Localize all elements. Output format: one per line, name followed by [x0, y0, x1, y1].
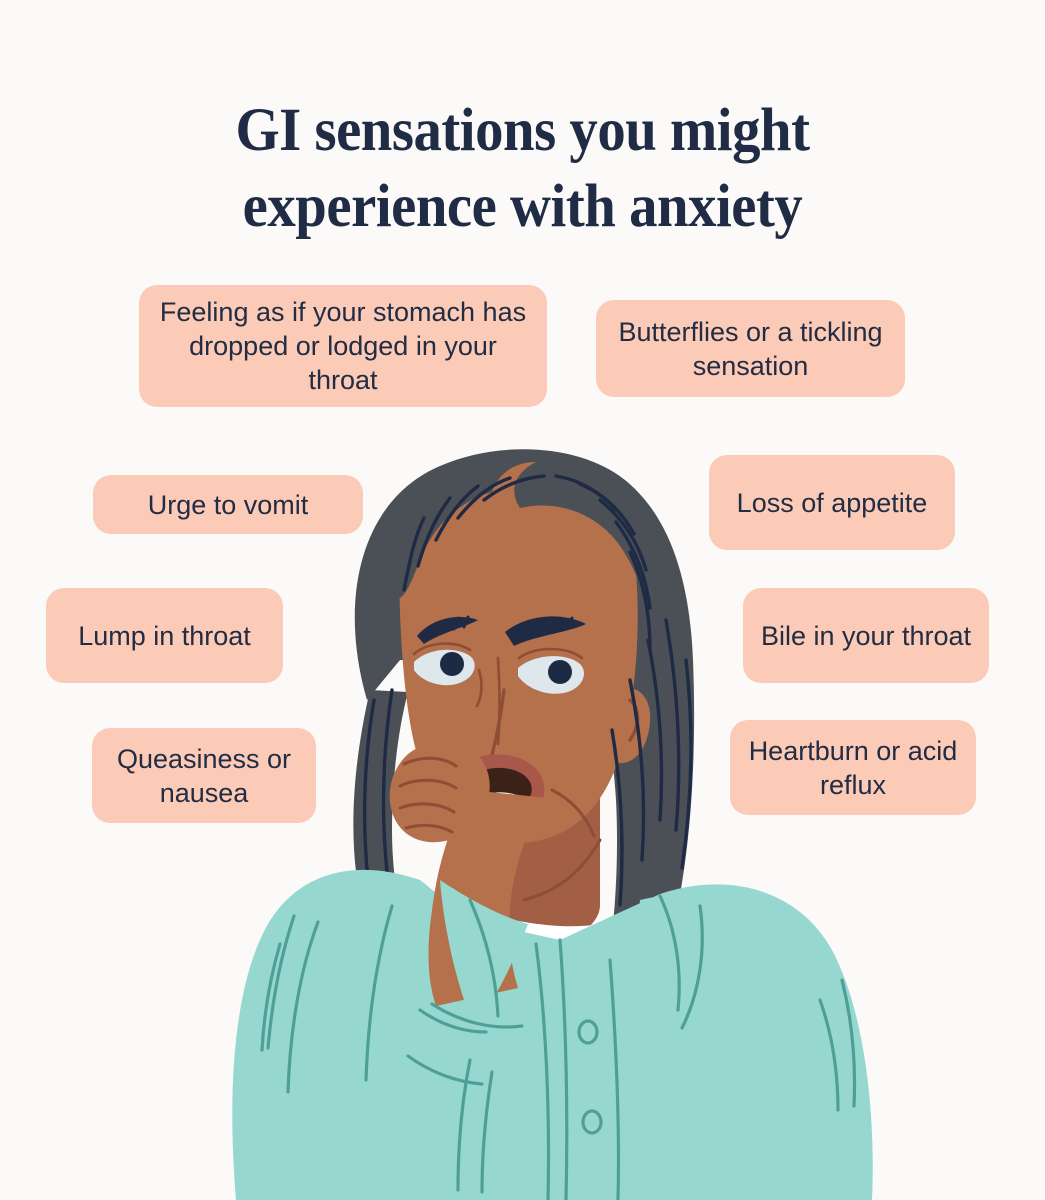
- braid-lines: [402, 474, 652, 652]
- hair-front-shape: [392, 450, 660, 644]
- symptom-pill-label: Urge to vomit: [147, 489, 309, 520]
- braid-lines-left: [362, 688, 394, 882]
- right-eye: [518, 656, 584, 694]
- shirt-collar-left: [440, 880, 528, 1028]
- symptom-pill-urge-to-vomit[interactable]: Urge to vomit: [93, 475, 363, 534]
- symptom-pill-label: Loss of appetite: [736, 487, 928, 518]
- finger-lines: [398, 756, 458, 834]
- symptom-pill-heartburn[interactable]: Heartburn or acid reflux: [730, 720, 976, 815]
- mouth-shape: [459, 754, 545, 825]
- left-eye: [414, 649, 475, 686]
- symptom-pill-butterflies[interactable]: Butterflies or a tickling sensation: [596, 300, 905, 397]
- symptom-pill-loss-of-appetite[interactable]: Loss of appetite: [709, 455, 955, 550]
- symptom-pill-label: Lump in throat: [78, 620, 251, 651]
- sleeve-cuff: [430, 1002, 524, 1029]
- shirt-fold-lines: [260, 904, 857, 1194]
- collar-lines: [468, 894, 704, 1030]
- symptom-pill-stomach-dropped[interactable]: Feeling as if your stomach has dropped o…: [139, 285, 547, 407]
- page-title: GI sensations you might experience with …: [37, 93, 1009, 245]
- symptom-pill-label: Bile in your throat: [760, 620, 972, 651]
- symptom-pill-label: Queasiness or nausea: [116, 743, 292, 808]
- symptom-pill-bile-in-throat[interactable]: Bile in your throat: [743, 588, 989, 683]
- teeth: [480, 792, 524, 806]
- braid-lines-right: [610, 618, 693, 907]
- raised-arm: [388, 936, 562, 1200]
- symptom-pill-queasiness[interactable]: Queasiness or nausea: [92, 728, 316, 823]
- shirt-collar-right: [638, 894, 712, 1016]
- hair-left-strands: [353, 690, 408, 950]
- symptom-pill-label: Feeling as if your stomach has dropped o…: [159, 297, 527, 395]
- eye-creases: [412, 642, 584, 746]
- ear-shape: [614, 687, 651, 764]
- symptom-pill-label: Heartburn or acid reflux: [748, 735, 958, 800]
- page-title-line-2: experience with anxiety: [242, 172, 803, 240]
- nose-line: [487, 688, 510, 784]
- face-shape: [399, 459, 638, 843]
- page-title-line-1: GI sensations you might: [235, 96, 810, 164]
- undershirt-shape: [430, 895, 700, 1200]
- eyebrows: [417, 616, 586, 646]
- hand-shape: [389, 742, 490, 843]
- eyebrow-hairs: [422, 615, 574, 642]
- symptom-pill-lump-in-throat[interactable]: Lump in throat: [46, 588, 283, 683]
- braid-tips: [600, 980, 655, 1135]
- forearm-skin: [428, 790, 548, 1006]
- face-contour-lines: [522, 788, 602, 902]
- ear-inner-line: [628, 698, 640, 742]
- hair-back-shape: [354, 449, 695, 1036]
- neck-shape: [470, 790, 600, 948]
- shirt-placket: [534, 938, 621, 1200]
- mouth-interior: [476, 767, 532, 811]
- shirt-buttons: [577, 1019, 603, 1135]
- symptom-pill-label: Butterflies or a tickling sensation: [618, 316, 883, 381]
- shirt-body: [232, 869, 873, 1200]
